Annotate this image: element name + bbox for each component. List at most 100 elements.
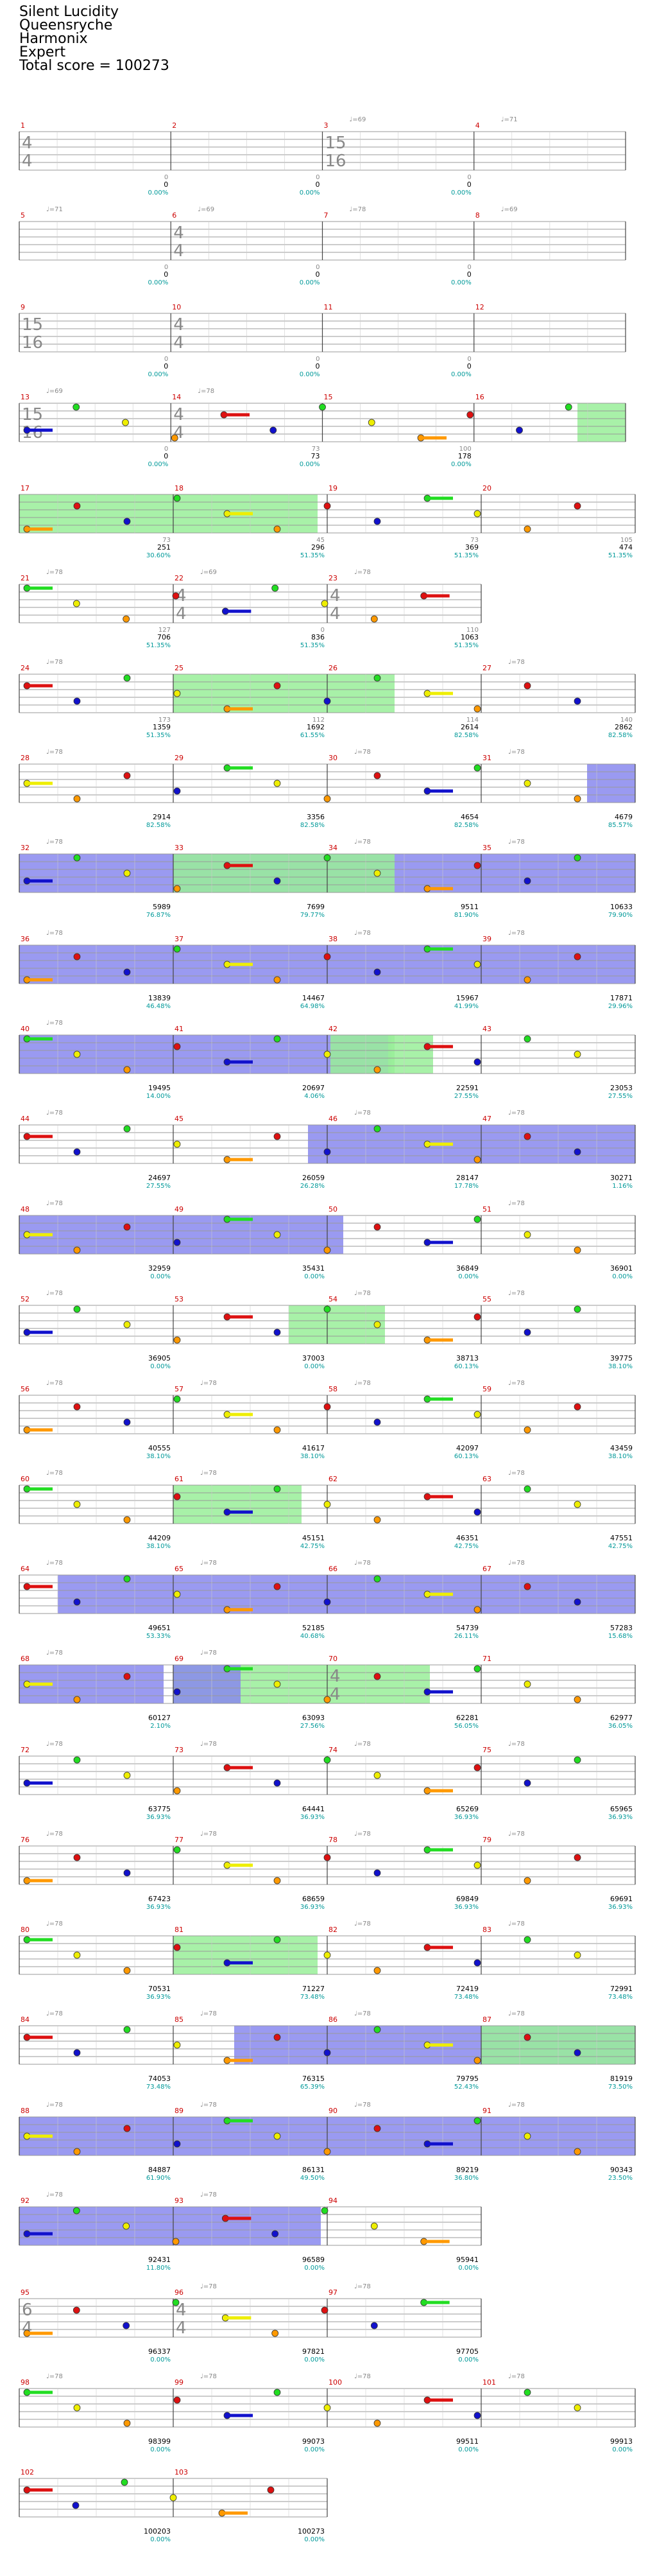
percent-score: 82.58% [608,732,633,739]
time-signature-top: 6 [22,2301,33,2320]
measure-number: 93 [175,2197,183,2205]
note-gem [173,1336,181,1344]
cumulative-score: 36849 [456,1264,479,1273]
note-gem [323,1403,331,1411]
percent-score: 26.11% [454,1633,479,1640]
measure-number: 95 [21,2288,30,2297]
measure-number: 26 [328,664,337,672]
cumulative-score: 2914 [153,813,171,821]
time-signature-top: 15 [22,315,43,335]
measure-number: 67 [482,1565,491,1573]
percent-score: 0.00% [458,2356,479,2363]
percent-score: 27.56% [300,1723,325,1730]
measure-number: 42 [328,1025,337,1033]
percent-score: 0.00% [458,1273,479,1280]
measure-number: 74 [328,1746,337,1754]
note-gem [121,2478,128,2486]
percent-score: 73.48% [146,2084,171,2091]
tempo-marking: ♩=78 [508,659,525,666]
cumulative-score: 100203 [144,2527,171,2536]
note-gem [123,1321,131,1328]
cumulative-score: 20697 [302,1084,325,1092]
tempo-marking: ♩=69 [200,569,217,576]
tempo-marking: ♩=78 [354,2102,371,2109]
cumulative-score: 5989 [153,903,171,911]
percent-score: 17.78% [454,1183,479,1190]
note-gem [574,795,581,803]
tempo-marking: ♩=78 [354,1290,371,1297]
percent-score: 0.00% [150,2356,171,2363]
tempo-marking: ♩=78 [46,839,63,846]
tempo-marking: ♩=78 [46,1380,63,1387]
note-gem [173,1688,181,1696]
measure-number: 64 [21,1565,30,1573]
cumulative-score: 1063 [461,633,479,641]
cumulative-score: 47551 [610,1534,633,1542]
cumulative-score: 706 [157,633,171,641]
note-gem [123,2419,131,2427]
tempo-marking: ♩=78 [354,749,371,756]
cumulative-score: 65269 [456,1805,479,1813]
cumulative-score: 35431 [302,1264,325,1273]
cumulative-score: 46351 [456,1534,479,1542]
note-gem [323,953,331,961]
measure-number: 91 [482,2107,491,2115]
note-gem [273,1779,281,1787]
measure-number: 43 [482,1025,491,1033]
percent-score: 0.00% [300,189,320,196]
note-gem [123,1066,131,1074]
cumulative-score: 54739 [456,1624,479,1632]
percent-score: 38.10% [608,1363,633,1370]
note-gem [516,426,523,434]
measure-number: 94 [328,2197,337,2205]
note-gem [73,2148,81,2155]
measure-number: 99 [175,2378,183,2387]
measure-number: 15 [324,393,333,401]
percent-score: 56.05% [454,1723,479,1730]
note-gem [321,2306,328,2314]
note-gem [173,1140,181,1148]
solo-section [19,2207,321,2245]
cumulative-score: 7699 [307,903,325,911]
time-signature-bottom: 4 [22,152,33,171]
overdrive-section [388,1035,433,1074]
percent-score: 0.00% [612,1273,633,1280]
overdrive-section [19,494,318,533]
note-gem [173,1043,181,1050]
cumulative-score: 2862 [615,723,633,731]
percent-score: 0.00% [304,2536,325,2543]
note-gem [524,1328,531,1336]
note-gem [73,854,81,862]
note-gem [172,2238,180,2245]
measure-number: 24 [21,664,30,672]
tempo-marking: ♩=78 [350,206,366,213]
percent-score: 0.00% [451,189,472,196]
note-gem [273,1936,281,1944]
cumulative-score: 1359 [153,723,171,731]
note-gem [474,1508,481,1516]
measure-number: 88 [21,2107,30,2115]
tempo-marking: ♩=78 [200,2373,217,2380]
tempo-marking: ♩=69 [350,116,366,123]
measure-number: 69 [175,1655,183,1663]
cumulative-score: 86131 [302,2166,325,2174]
percent-score: 51.35% [300,552,325,559]
measure-number: 50 [328,1205,337,1214]
overdrive-section [173,854,395,892]
tempo-marking: ♩=78 [354,1560,371,1567]
note-gem [574,1951,581,1959]
measure-number: 81 [175,1926,183,1934]
note-gem [173,787,181,795]
percent-score: 0.00% [150,1363,171,1370]
cumulative-score: 17871 [610,994,633,1002]
percent-score: 0.00% [612,2446,633,2453]
measure-number: 96 [175,2288,183,2297]
percent-score: 0.00% [148,371,168,378]
note-gem [123,1223,131,1231]
percent-score: 0.00% [150,2446,171,2453]
cumulative-score: 23053 [610,1084,633,1092]
measure-number: 22 [175,574,183,582]
measure-score: 0 [164,356,168,363]
solo-section [173,1665,241,1703]
measure-number: 31 [482,754,491,762]
